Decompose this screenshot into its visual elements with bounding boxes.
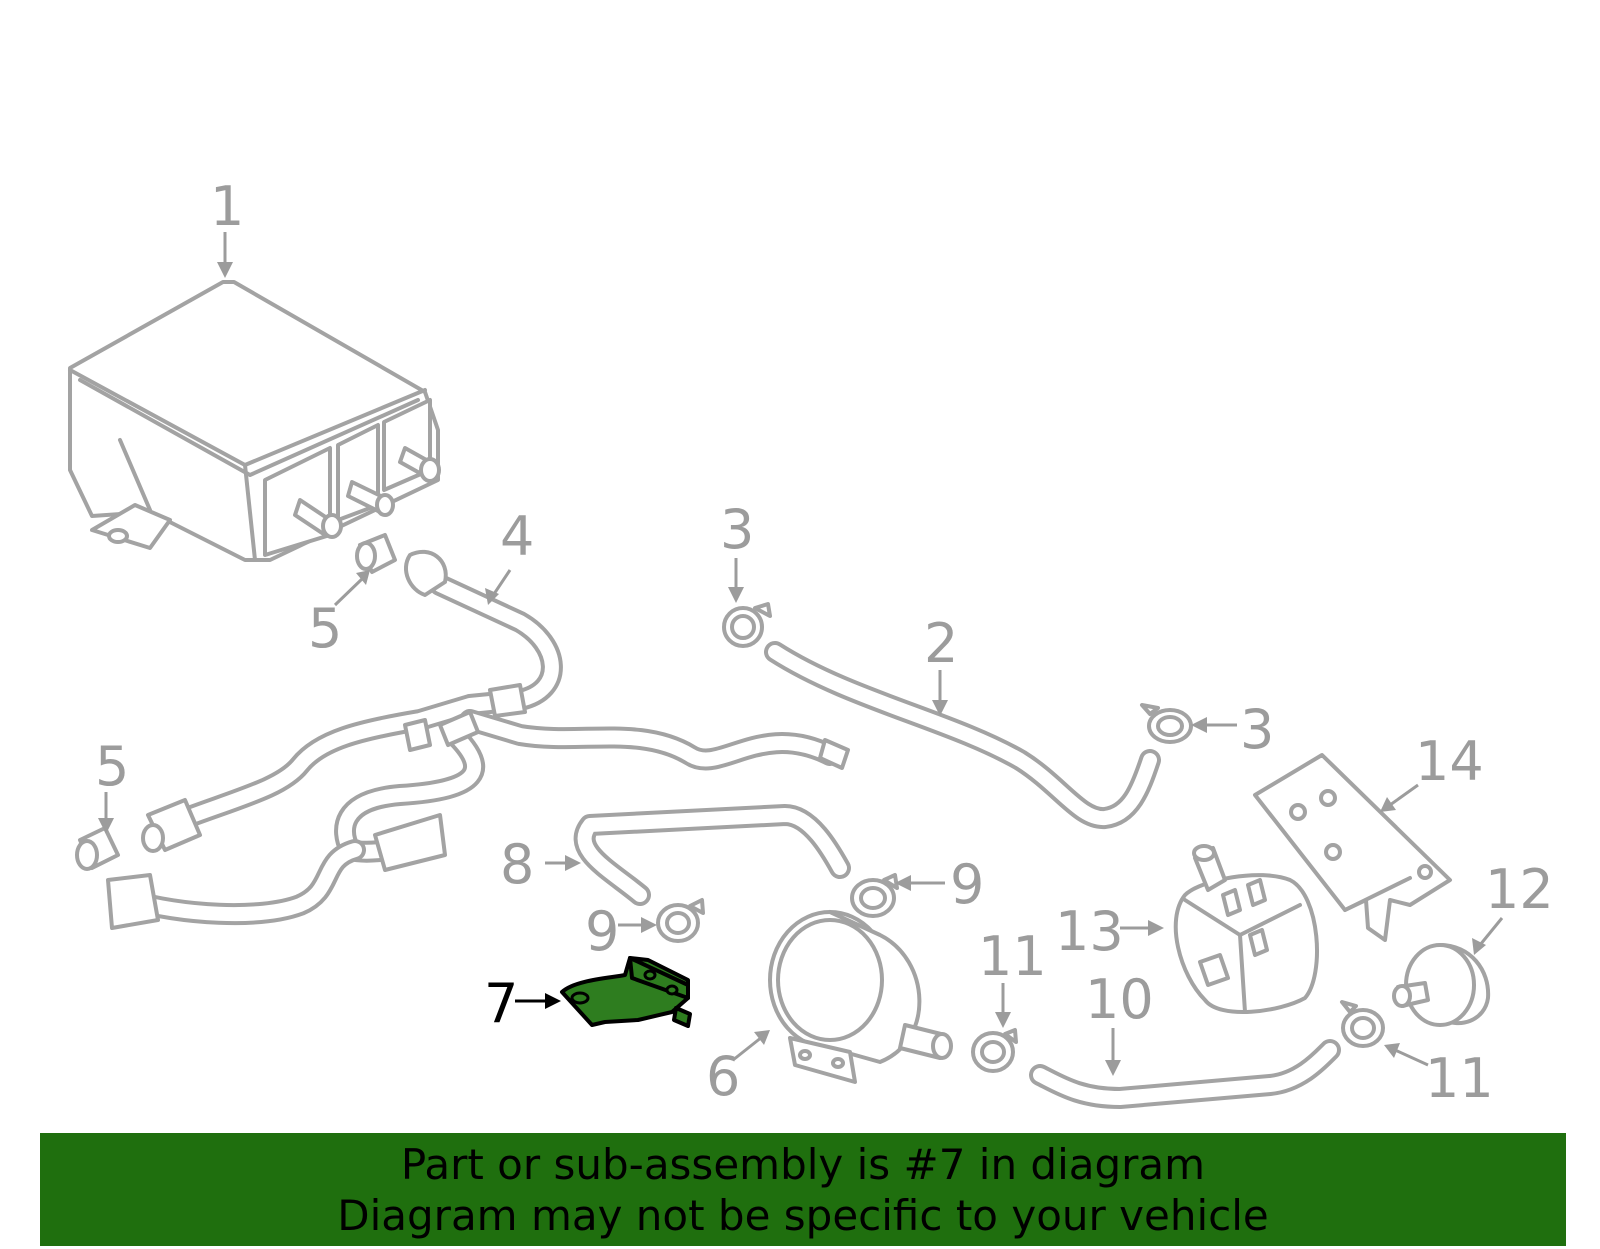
callout-8: 8 [500,833,534,896]
callout-labels: 1 2 3 3 4 5 5 6 7 8 9 9 10 11 11 12 13 1… [95,175,1554,1110]
callout-10: 10 [1085,968,1154,1031]
part-1-canister [68,280,441,562]
part-12-check-valve [1392,943,1491,1027]
callout-4: 4 [500,505,534,568]
banner-line-2: Diagram may not be specific to your vehi… [337,1191,1269,1240]
callout-9-right: 9 [950,853,984,916]
callout-11-right: 11 [1425,1047,1494,1110]
part-6-filter [768,910,953,1084]
part-9-clamp-right [850,873,899,918]
callout-3-upper: 3 [720,498,754,561]
callout-2: 2 [924,612,958,675]
callout-5-upper: 5 [308,597,342,660]
callout-5-lower: 5 [95,735,129,798]
callout-1: 1 [210,175,244,238]
part-10-hose [1029,1039,1341,1109]
part-5-fitting-upper [355,533,397,574]
part-8-hose [573,804,851,906]
callout-9-left: 9 [585,900,619,963]
part-11-clamp-right [1340,1000,1385,1048]
callout-14: 14 [1415,730,1484,793]
callout-13: 13 [1055,900,1124,963]
callout-7[interactable]: 7 [484,972,518,1035]
part-4-hose [106,549,850,930]
part-3-clamp-right [1140,703,1193,744]
part-9-clamp-left [656,898,705,943]
callout-11-left: 11 [978,925,1047,988]
callout-12: 12 [1485,858,1554,921]
part-2-hose [764,641,1161,829]
callout-6: 6 [706,1045,740,1108]
part-13-valve [1173,844,1319,1014]
info-banner: Part or sub-assembly is #7 in diagram Di… [40,1133,1566,1246]
banner-line-1: Part or sub-assembly is #7 in diagram [400,1140,1206,1189]
part-11-clamp-left [971,1028,1018,1073]
part-7-bracket [560,956,692,1028]
part-14-bracket [1253,753,1452,942]
part-5-fitting-lower [75,826,120,871]
part-3-clamp-upper [722,602,772,648]
callout-3-right: 3 [1240,698,1274,761]
callout-arrows [98,232,1504,1076]
